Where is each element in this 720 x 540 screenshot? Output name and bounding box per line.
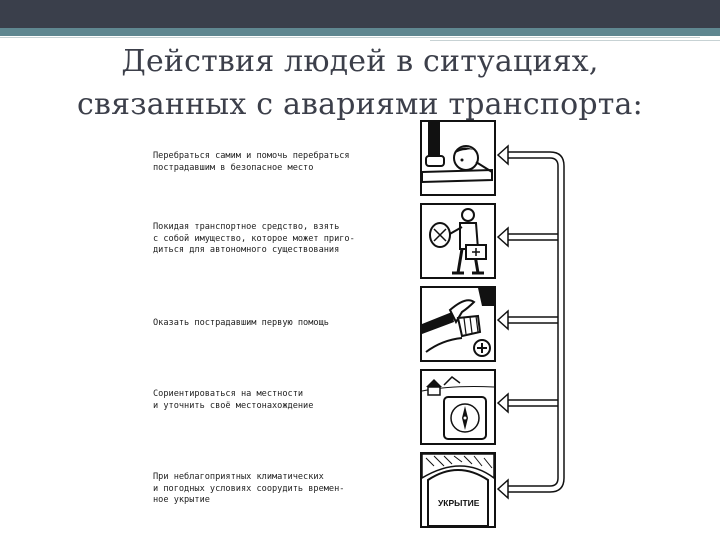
slide-title: Действия людей в ситуациях, связанных с … bbox=[0, 40, 720, 126]
step-4-line-2: и уточнить своё местонахождение bbox=[153, 400, 314, 411]
title-line-2: связанных с авариями транспорта: bbox=[77, 87, 643, 122]
step-2-text: Покидая транспортное средство, взять с с… bbox=[153, 222, 398, 257]
accent-bar bbox=[0, 28, 720, 36]
flow-connector bbox=[496, 144, 565, 500]
step-1-line-1: Перебраться самим и помочь перебраться bbox=[153, 151, 350, 161]
step-2-line-1: Покидая транспортное средство, взять bbox=[153, 222, 340, 232]
step-3-text: Оказать пострадавшим первую помощь bbox=[153, 318, 398, 330]
step-5-line-3: ное укрытие bbox=[153, 495, 210, 505]
step-5-line-2: и погодных условиях соорудить времен- bbox=[153, 483, 345, 494]
divider-line-short bbox=[430, 40, 720, 41]
take-belongings-illustration bbox=[420, 203, 496, 279]
arrow-to-step-2 bbox=[496, 226, 558, 248]
rescue-injured-illustration bbox=[420, 120, 496, 196]
orientation-compass-illustration bbox=[420, 369, 496, 445]
step-1-text: Перебраться самим и помочь перебраться п… bbox=[153, 151, 398, 174]
header-bar bbox=[0, 0, 720, 28]
shelter-illustration: УКРЫТИЕ bbox=[420, 452, 496, 528]
arrow-to-step-5 bbox=[496, 478, 509, 500]
arrow-to-step-1 bbox=[496, 144, 509, 166]
arrow-to-step-3 bbox=[496, 309, 558, 331]
step-2-line-2: с собой имущество, которое может приго- bbox=[153, 233, 355, 244]
arrow-to-step-4 bbox=[496, 392, 558, 414]
step-5-line-1: При неблагоприятных климатических bbox=[153, 472, 324, 482]
step-2-line-3: диться для автономного существования bbox=[153, 245, 340, 255]
shelter-label: УКРЫТИЕ bbox=[438, 498, 480, 508]
title-line-1: Действия людей в ситуациях, bbox=[121, 44, 599, 79]
step-3-line-1: Оказать пострадавшим первую помощь bbox=[153, 318, 329, 328]
divider-line bbox=[0, 37, 700, 38]
step-4-line-1: Сориентироваться на местности bbox=[153, 389, 304, 399]
step-1-line-2: пострадавшим в безопасное место bbox=[153, 162, 314, 173]
step-5-text: При неблагоприятных климатических и пого… bbox=[153, 472, 398, 507]
step-4-text: Сориентироваться на местности и уточнить… bbox=[153, 389, 398, 412]
first-aid-illustration bbox=[420, 286, 496, 362]
